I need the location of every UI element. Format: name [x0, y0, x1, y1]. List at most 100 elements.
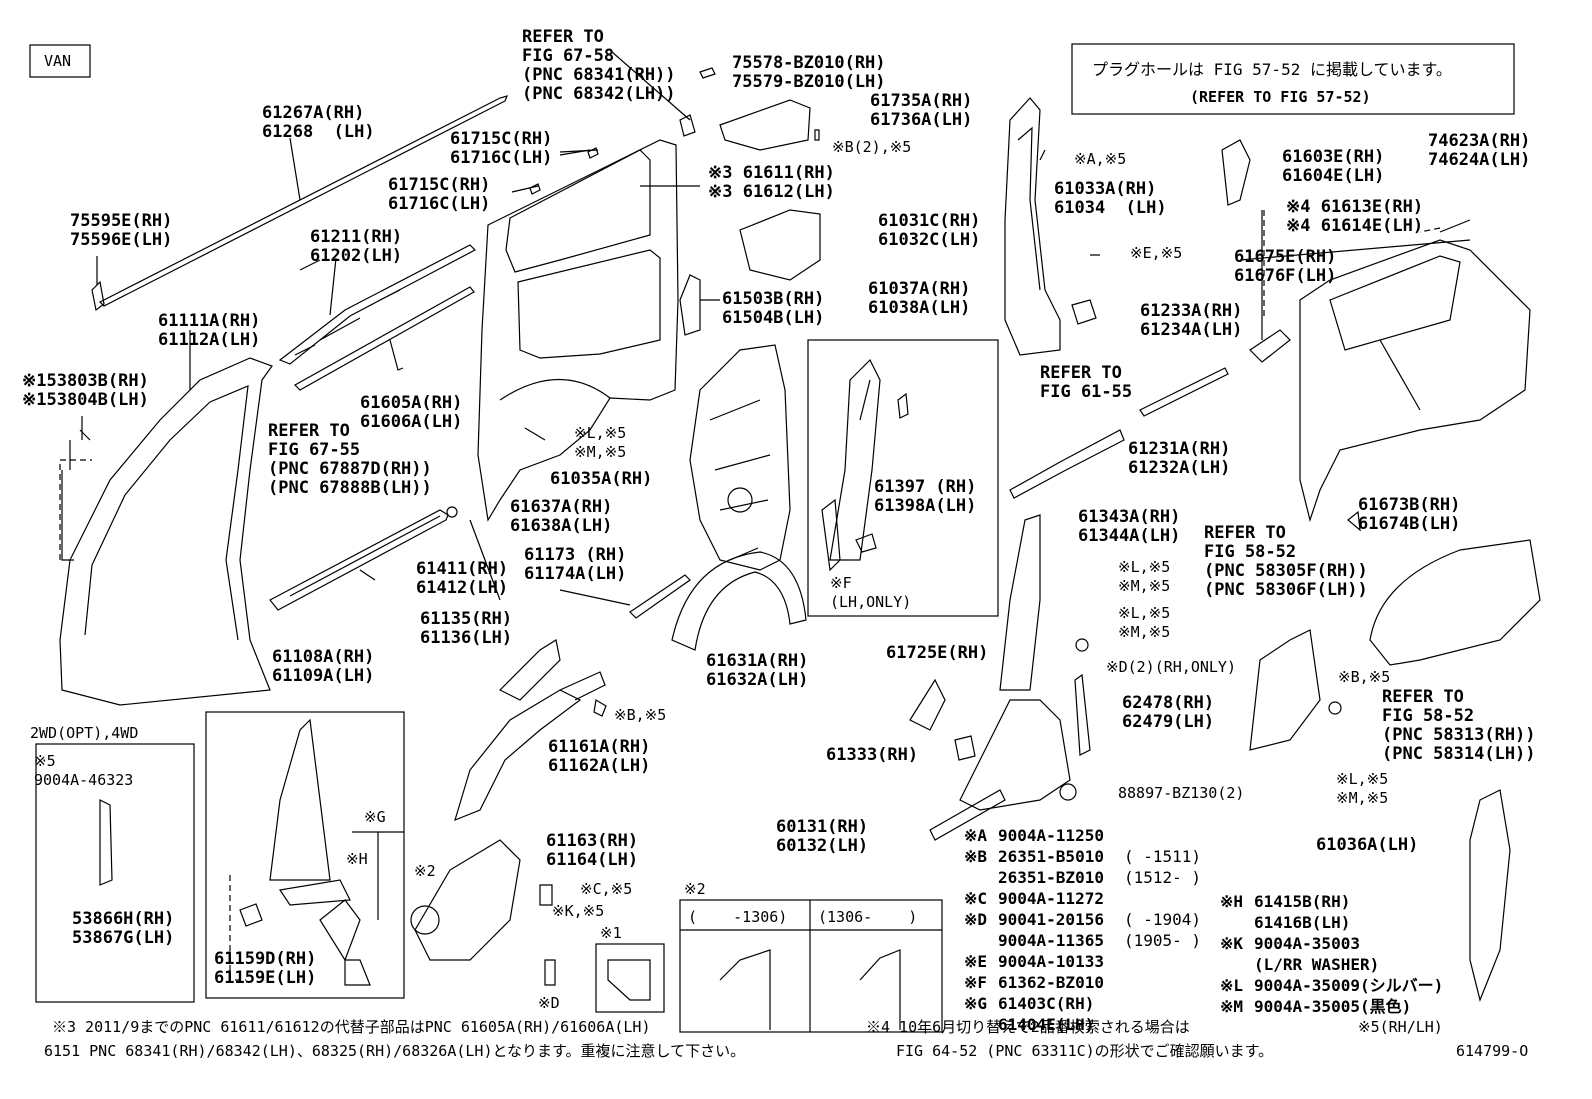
callout-p75578: 75578-BZ010(RH) 75579-BZ010(LH): [732, 53, 886, 92]
callout-p60131: 60131(RH) 60132(LH): [776, 817, 869, 856]
opt-box: [35, 743, 195, 1003]
part-61233: [1139, 367, 1229, 417]
legend-key: ※L: [1220, 976, 1244, 995]
part-61503: [679, 274, 701, 336]
callout-p75595: 75595E(RH) 75596E(LH): [70, 211, 173, 250]
part-front-pillar-frame: [59, 357, 273, 706]
callout-opt-title: 2WD(OPT),4WD: [30, 724, 139, 742]
part-61135: [498, 639, 561, 701]
callout-p61715b: 61715C(RH) 61716C(LH): [388, 175, 491, 214]
legend-value: 61403C(RH): [998, 994, 1095, 1013]
callout-box2-right: (1306- ): [818, 908, 918, 926]
callout-p-2a: ※2: [414, 862, 436, 880]
callout-p61036: 61036A(LH): [1316, 835, 1419, 855]
part-wheel-house: [671, 551, 807, 651]
callout-p61333: 61333(RH): [826, 745, 919, 765]
callout-p153803: ※153803B(RH) ※153804B(LH): [22, 371, 149, 410]
callout-box2-left: ( -1306): [688, 908, 788, 926]
part-side-strip: [294, 286, 475, 391]
legend-value: 26351-BZ010: [998, 868, 1104, 887]
part-inner-panel: [689, 344, 791, 571]
part-rocker: [269, 509, 449, 611]
note3-line2: 6151 PNC 68341(RH)/68342(LH)、68325(RH)/6…: [44, 1042, 746, 1060]
callout-p61631: 61631A(RH) 61632A(LH): [706, 651, 809, 690]
note4-line1: ※4 10年6月切り替えで2品番検索される場合は: [866, 1018, 1190, 1036]
frame-van: [29, 44, 91, 78]
callout-p-b2: ※B(2),※5: [832, 138, 912, 156]
callout-p61725: 61725E(RH): [886, 643, 989, 663]
callout-p61108: 61108A(RH) 61109A(LH): [272, 647, 375, 686]
callout-p61605: 61605A(RH) 61606A(LH): [360, 393, 463, 432]
legend-key: ※K: [1220, 934, 1244, 953]
reference-code: 614799-O: [1456, 1042, 1529, 1060]
callout-p-h: ※H: [346, 850, 368, 868]
callout-p61411: 61411(RH) 61412(LH): [416, 559, 509, 598]
callout-p61267: 61267A(RH) 61268 (LH): [262, 103, 375, 142]
part-rear-side-panel: [1299, 239, 1531, 523]
callout-p61673: 61673B(RH) 61674B(LH): [1358, 495, 1461, 534]
part-61231: [1009, 429, 1125, 499]
legend-key: ※A: [964, 826, 988, 845]
part-61163: [414, 839, 521, 961]
legend-value: 9004A-35005(黒色): [1254, 997, 1412, 1016]
part-61037: [829, 358, 881, 561]
legend-value: (L/RR WASHER): [1254, 955, 1380, 974]
callout-p88897: 88897-BZ130(2): [1118, 784, 1245, 802]
legend-value: 61415B(RH): [1254, 892, 1351, 911]
part-roof-rail: [278, 244, 476, 365]
legend-value: 26351-B5010: [998, 847, 1104, 866]
part-61161: [454, 689, 582, 822]
legend-key: ※G: [964, 994, 988, 1013]
legend-value: ( -1511): [1124, 847, 1202, 866]
part-roof-molding: [98, 95, 509, 307]
callout-p-1: ※1: [600, 924, 622, 942]
legend-value: ( -1904): [1124, 910, 1202, 929]
part-wheel-strip: [629, 574, 691, 619]
part-lower-quarter: [959, 699, 1071, 811]
callout-p61715a: 61715C(RH) 61716C(LH): [450, 129, 553, 168]
callout-p61611: ※3 61611(RH) ※3 61612(LH): [708, 163, 835, 202]
callout-p61613: ※4 61613E(RH) ※4 61614E(LH): [1286, 197, 1424, 236]
legend-key: ※C: [964, 889, 988, 908]
note4-line2: FIG 64-52 (PNC 63311C)の形状でご確認願います。: [896, 1042, 1274, 1060]
callout-refer-top: REFER TO FIG 67-58 (PNC 68341(RH)) (PNC …: [522, 27, 676, 104]
callout-p61233: 61233A(RH) 61234A(LH): [1140, 301, 1243, 340]
callout-p-b5b: ※B,※5: [1338, 668, 1391, 686]
legend-value: (1905- ): [1124, 931, 1202, 950]
callout-p61035: 61035A(RH): [550, 469, 653, 489]
callout-p61037: 61037A(RH) 61038A(LH): [868, 279, 971, 318]
frame-plug-note: [1071, 43, 1515, 115]
legend-value: 9004A-35009(シルバー): [1254, 976, 1444, 995]
legend-key: ※F: [964, 973, 988, 992]
callout-p61159: 61159D(RH) 61159E(LH): [214, 949, 317, 988]
callout-p61135: 61135(RH) 61136(LH): [420, 609, 513, 648]
callout-p61637: 61637A(RH) 61638A(LH): [510, 497, 613, 536]
legend-value: (1512- ): [1124, 868, 1202, 887]
note5: ※5(RH/LH): [1358, 1018, 1443, 1036]
callout-p-2b: ※2: [684, 880, 706, 898]
callout-p61111: 61111A(RH) 61112A(LH): [158, 311, 261, 350]
plug-hole-note-sub: (REFER TO FIG 57-52): [1190, 88, 1371, 106]
part-61036: [1469, 789, 1511, 1002]
variant-label: VAN: [44, 52, 72, 70]
callout-refer-5852a: REFER TO FIG 58-52 (PNC 58305F(RH)) (PNC…: [1204, 523, 1368, 600]
callout-p61735: 61735A(RH) 61736A(LH): [870, 91, 973, 130]
callout-p62478: 62478(RH) 62479(LH): [1122, 693, 1215, 732]
callout-p61173: 61173 (RH) 61174A(LH): [524, 545, 627, 584]
callout-p61211: 61211(RH) 61202(LH): [310, 227, 403, 266]
part-clip-75595: [91, 280, 105, 312]
legend-value: 90041-20156: [998, 910, 1104, 929]
callout-p-a5: ※A,※5: [1074, 150, 1127, 168]
part-61108: [269, 718, 331, 881]
legend-key: ※B: [964, 847, 988, 866]
callout-p-d: ※D: [538, 994, 560, 1012]
frame-61108: [205, 711, 405, 999]
callout-p61503: 61503B(RH) 61504B(LH): [722, 289, 825, 328]
part-side-panel: [477, 139, 679, 522]
callout-p74623: 74623A(RH) 74624A(LH): [1428, 131, 1531, 170]
legend-value: 61416B(LH): [1254, 913, 1351, 932]
legend-key: ※E: [964, 952, 988, 971]
part-61343: [999, 514, 1041, 691]
callout-p-lm-b: ※L,※5 ※M,※5: [1118, 558, 1171, 595]
